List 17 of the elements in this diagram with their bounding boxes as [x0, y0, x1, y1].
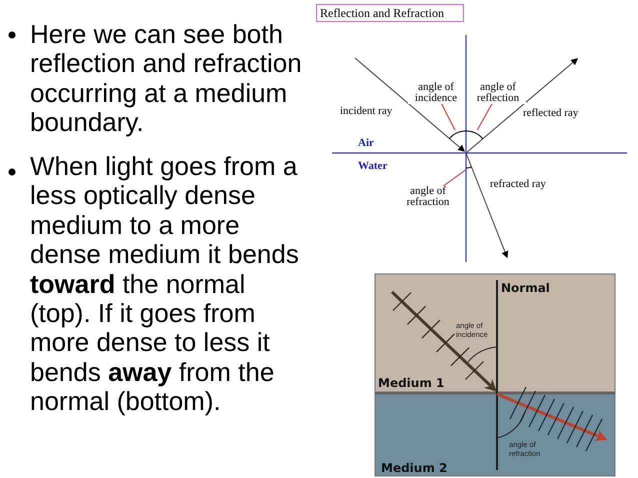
normal-label: Normal: [501, 281, 550, 295]
angle-arc: [448, 130, 467, 140]
bullet-text: When light goes from a less optically dense medium to a more dense medium it bends toward the normal (top). If it goes from more dense to less it bends away from the normal (bottom).: [30, 152, 300, 417]
ray-label: refracted ray: [490, 179, 546, 190]
leader-line: [441, 104, 456, 130]
title-box: Reflection and Refraction: [316, 4, 464, 22]
ray-label: reflected ray: [523, 108, 578, 119]
medium-label: Air: [358, 138, 374, 149]
bullet-text: Here we can see both reflection and refraction occurring at a medium boundary.: [30, 20, 303, 138]
ray-label: incident ray: [340, 106, 392, 117]
medium-label: Medium 2: [381, 461, 448, 475]
leader-line: [476, 104, 492, 130]
medium-label: Water: [358, 161, 388, 172]
leader-line: [442, 170, 466, 186]
angle-arc: [465, 130, 484, 140]
medium-label: Medium 1: [378, 376, 444, 390]
angle-arc: [465, 165, 473, 170]
